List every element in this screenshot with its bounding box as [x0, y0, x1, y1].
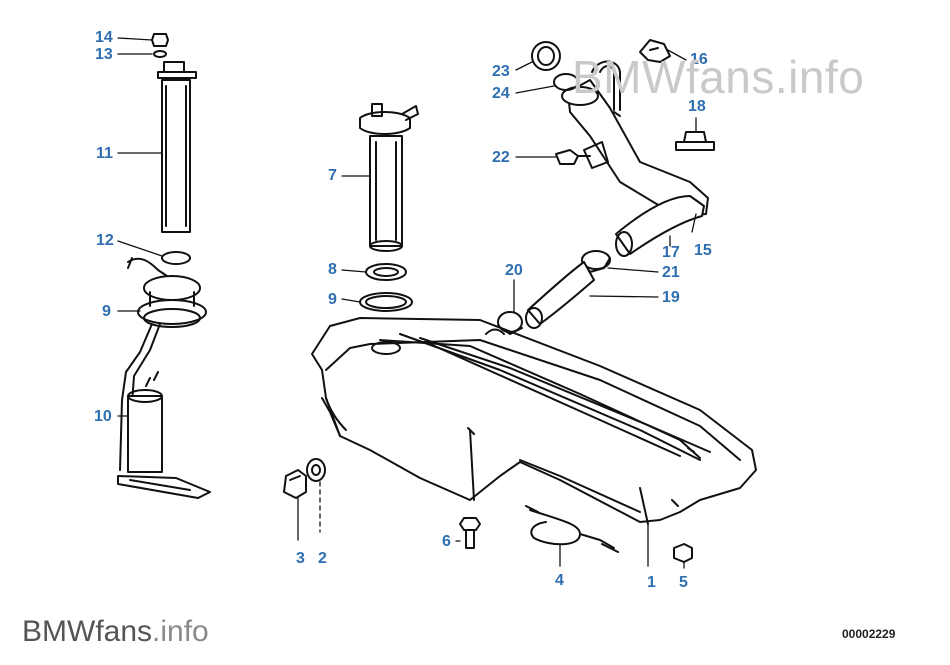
watermark-bottom: BMWfans.info [22, 615, 209, 648]
callout-8: 8 [328, 261, 337, 278]
callout-15: 15 [694, 242, 712, 259]
leader-lines [117, 37, 697, 569]
callout-6: 6 [442, 533, 451, 550]
hose-19 [525, 261, 595, 329]
callout-3: 3 [296, 550, 305, 567]
callout-21: 21 [662, 264, 680, 281]
hose-17 [615, 195, 705, 257]
fuel-line-4 [525, 505, 619, 553]
callout-2: 2 [318, 550, 327, 567]
callout-20: 20 [505, 262, 523, 279]
seal-ring-12 [161, 251, 191, 265]
fuel-tank [311, 317, 757, 525]
seal-8 [365, 263, 407, 281]
washer-13 [153, 50, 167, 58]
bolt-6 [459, 517, 481, 549]
callout-19: 19 [662, 289, 680, 306]
sending-unit-tube [157, 61, 197, 233]
callout-18: 18 [688, 98, 706, 115]
callout-5: 5 [679, 574, 688, 591]
watermark-top: BMWfans.info [572, 51, 865, 103]
callout-24: 24 [492, 85, 510, 102]
pump-mount [127, 257, 207, 328]
callout-4: 4 [555, 572, 564, 589]
fuel-pump-10 [117, 323, 211, 499]
callout-13: 13 [95, 46, 113, 63]
nut-5 [673, 543, 693, 563]
callout-1: 1 [647, 574, 656, 591]
clip-16 [639, 39, 671, 63]
sending-unit-7 [359, 103, 419, 252]
callout-23: 23 [492, 63, 510, 80]
callout-11: 11 [96, 145, 113, 162]
ring-9 [359, 292, 413, 312]
callout-14: 14 [95, 29, 113, 46]
grommet-18 [675, 131, 715, 151]
washer-2 [306, 458, 326, 482]
drain-plug-3 [283, 469, 307, 499]
callout-10: 10 [94, 408, 112, 425]
callout-22: 22 [492, 149, 510, 166]
callout-17: 17 [662, 244, 680, 261]
bolt-22 [555, 149, 591, 165]
nut-14 [151, 33, 169, 47]
callout-16: 16 [690, 51, 708, 68]
cap-23 [531, 41, 561, 71]
callout-7: 7 [328, 167, 337, 184]
callout-9-left: 9 [102, 303, 111, 320]
clamp-20 [497, 311, 523, 335]
gasket-24 [553, 73, 579, 91]
callout-12: 12 [96, 232, 114, 249]
callout-9-center: 9 [328, 291, 337, 308]
diagram-code: 00002229 [842, 627, 896, 641]
filler-neck-15 [561, 60, 709, 217]
